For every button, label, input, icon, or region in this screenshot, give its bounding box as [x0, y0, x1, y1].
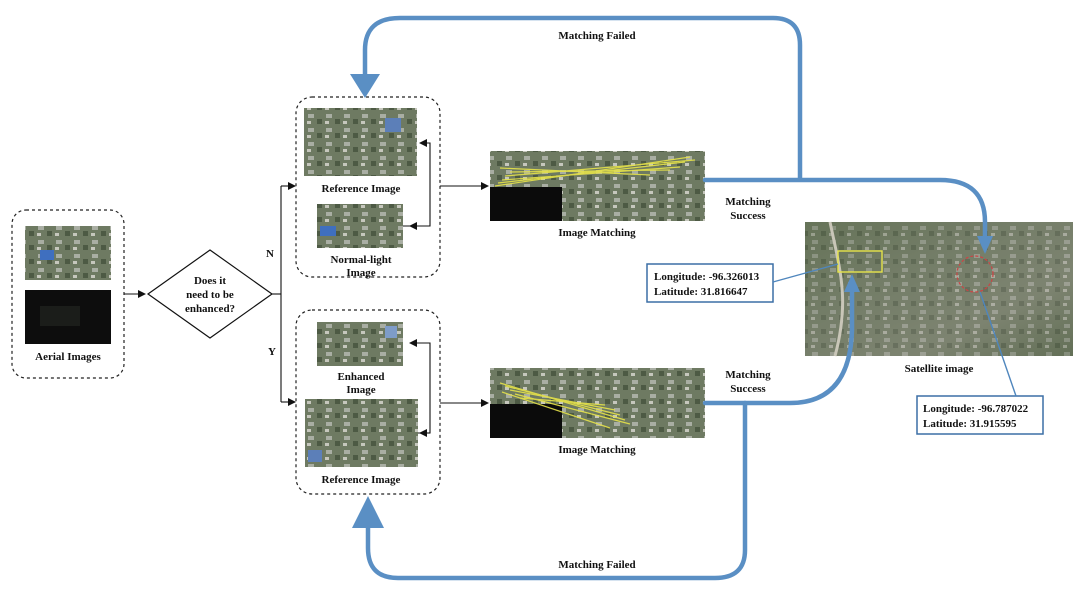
failed-bottom-loop	[365, 400, 748, 581]
success-bottom-label-1: Matching	[725, 369, 771, 381]
bottom-matching-label: Image Matching	[558, 444, 636, 456]
aerial-image-normal	[25, 226, 111, 280]
normal-light-roof	[320, 226, 336, 236]
coords-right-box	[916, 395, 1044, 435]
coords-left-longitude: Longitude: -96.326013	[654, 271, 760, 283]
normal-light-label-2: Image	[346, 267, 375, 279]
failed-top-loop	[362, 15, 803, 181]
decision-diamond	[146, 249, 274, 339]
top-matching-dark-inset	[490, 187, 562, 221]
failed-bottom-arrowhead	[352, 496, 384, 528]
coords-left-latitude: Latitude: 31.816647	[654, 286, 748, 298]
success-bottom-arrowhead	[844, 274, 860, 292]
branch-no-label: N	[266, 248, 274, 260]
bottom-reference-image	[305, 399, 418, 467]
decision-line-3: enhanced?	[185, 303, 235, 315]
satellite-texture	[805, 222, 1073, 356]
enhanced-label-1: Enhanced	[337, 371, 384, 383]
enhanced-image-roof	[385, 326, 397, 338]
failed-bottom-label: Matching Failed	[558, 559, 635, 571]
coords-left-leader	[772, 263, 839, 283]
aerial-image-lowlight-detail	[40, 306, 80, 326]
aerial-image-roof	[40, 250, 54, 260]
bottom-image-group	[295, 309, 441, 495]
bottom-reference-label: Reference Image	[322, 474, 401, 486]
top-reference-label: Reference Image	[322, 183, 401, 195]
coords-left-box	[646, 263, 774, 303]
enhanced-label-2: Image	[346, 384, 375, 396]
coords-right-leader	[979, 291, 1017, 397]
top-matching-label: Image Matching	[558, 227, 636, 239]
top-reference-roof	[385, 118, 401, 132]
success-top-label-2: Success	[730, 210, 766, 222]
success-top-arrowhead	[977, 236, 993, 254]
satellite-match-box-left	[837, 250, 883, 273]
decision-line-2: need to be	[186, 289, 234, 301]
top-matching-lines	[494, 156, 696, 187]
success-bottom-label-2: Success	[730, 383, 766, 395]
coords-right-longitude: Longitude: -96.787022	[923, 403, 1029, 415]
bottom-matching-dark-inset	[490, 404, 562, 438]
failed-top-arrowhead	[350, 74, 380, 98]
satellite-road	[828, 221, 845, 357]
satellite-match-circle-right	[956, 255, 994, 293]
decision-line-1: Does it	[194, 275, 226, 287]
branch-yes-label: Y	[268, 346, 276, 358]
success-bottom-path	[702, 287, 855, 406]
bottom-reference-roof	[308, 450, 322, 462]
top-image-group	[295, 96, 441, 278]
satellite-label: Satellite image	[905, 363, 974, 375]
coords-right-latitude: Latitude: 31.915595	[923, 418, 1017, 430]
bottom-matching-lines	[499, 382, 631, 429]
normal-light-label-1: Normal-light	[330, 254, 391, 266]
success-top-label-1: Matching	[725, 196, 771, 208]
failed-top-label: Matching Failed	[558, 30, 635, 42]
success-top-path	[702, 177, 988, 243]
aerial-images-label: Aerial Images	[35, 351, 101, 363]
